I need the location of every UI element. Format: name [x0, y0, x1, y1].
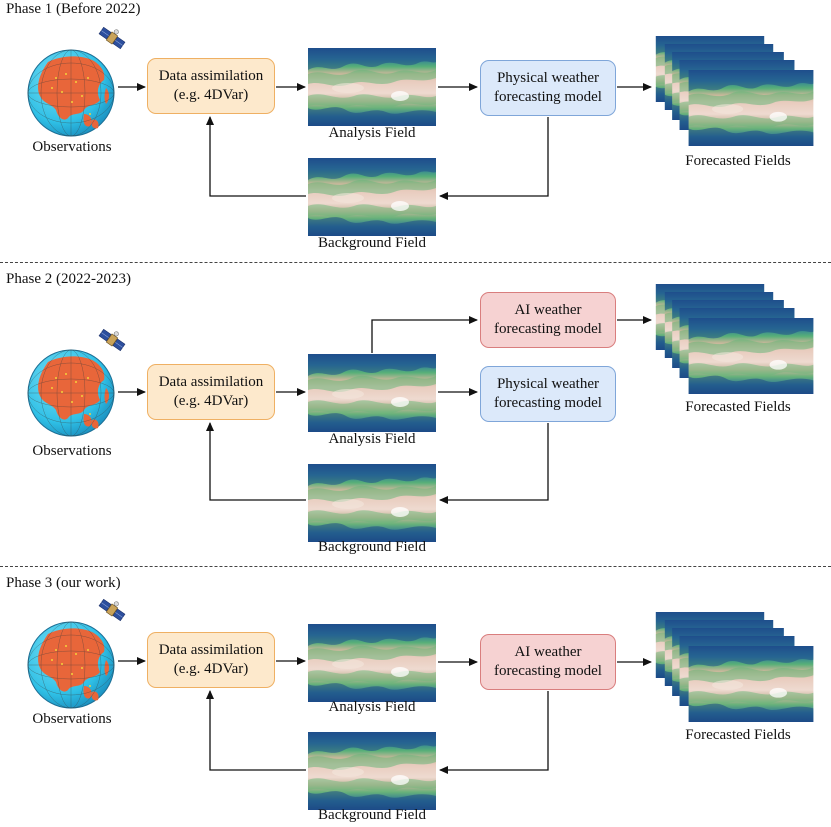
section-divider [0, 566, 831, 567]
background-field-label: Background Field [318, 235, 426, 251]
physical-model-box: Physical weather forecasting model [480, 366, 616, 422]
phase-1-section: Phase 1 (Before 2022) Observations Data … [0, 0, 831, 262]
phase-2-section: Phase 2 (2022-2023) Observations Data as… [0, 270, 831, 562]
background-field-label: Background Field [318, 807, 426, 823]
arrow-physical-to-background [439, 423, 549, 504]
section-divider [0, 262, 831, 263]
da-line-2: (e.g. 4DVar) [173, 87, 249, 103]
analysis-field-label: Analysis Field [328, 125, 416, 141]
arrow-background-to-da [206, 116, 306, 197]
ai-line-1: AI weather [514, 644, 582, 660]
physical-model-box: Physical weather forecasting model [480, 60, 616, 116]
data-assimilation-box: Data assimilation (e.g. 4DVar) [147, 364, 275, 420]
da-line-1: Data assimilation [158, 374, 264, 390]
forecasted-fields-label: Forecasted Fields [685, 727, 791, 743]
ai-line-1: AI weather [514, 302, 582, 318]
forecasted-fields-label: Forecasted Fields [685, 153, 791, 169]
da-line-1: Data assimilation [158, 642, 264, 658]
flow-arrows [118, 316, 652, 504]
physical-line-2: forecasting model [494, 395, 602, 411]
phase-title: Phase 2 (2022-2023) [6, 271, 131, 287]
arrow-background-to-da [206, 422, 306, 501]
observations-label: Observations [32, 711, 112, 727]
observations-label: Observations [32, 443, 112, 459]
arrow-analysis-to-ai [371, 316, 478, 353]
data-assimilation-box: Data assimilation (e.g. 4DVar) [147, 58, 275, 114]
flow-arrows [118, 83, 652, 200]
phase-title: Phase 3 (our work) [6, 575, 121, 591]
arrow-ai-to-background [439, 691, 549, 774]
da-line-2: (e.g. 4DVar) [173, 393, 249, 409]
analysis-field-label: Analysis Field [328, 699, 416, 715]
physical-line-2: forecasting model [494, 89, 602, 105]
physical-line-1: Physical weather [496, 376, 600, 392]
observations-label: Observations [32, 139, 112, 155]
flow-arrows [118, 657, 652, 774]
analysis-field-label: Analysis Field [328, 431, 416, 447]
ai-line-2: forecasting model [494, 321, 602, 337]
da-line-2: (e.g. 4DVar) [173, 661, 249, 677]
ai-model-box: AI weather forecasting model [480, 292, 616, 348]
ai-line-2: forecasting model [494, 663, 602, 679]
background-field-label: Background Field [318, 539, 426, 555]
arrow-background-to-da [206, 690, 306, 771]
phase-3-section: Phase 3 (our work) Observations Data ass… [0, 574, 831, 827]
forecasted-fields-label: Forecasted Fields [685, 399, 791, 415]
da-line-1: Data assimilation [158, 68, 264, 84]
arrow-model-to-background [439, 117, 549, 200]
ai-model-box: AI weather forecasting model [480, 634, 616, 690]
data-assimilation-box: Data assimilation (e.g. 4DVar) [147, 632, 275, 688]
phase-title: Phase 1 (Before 2022) [6, 1, 141, 17]
physical-line-1: Physical weather [496, 70, 600, 86]
